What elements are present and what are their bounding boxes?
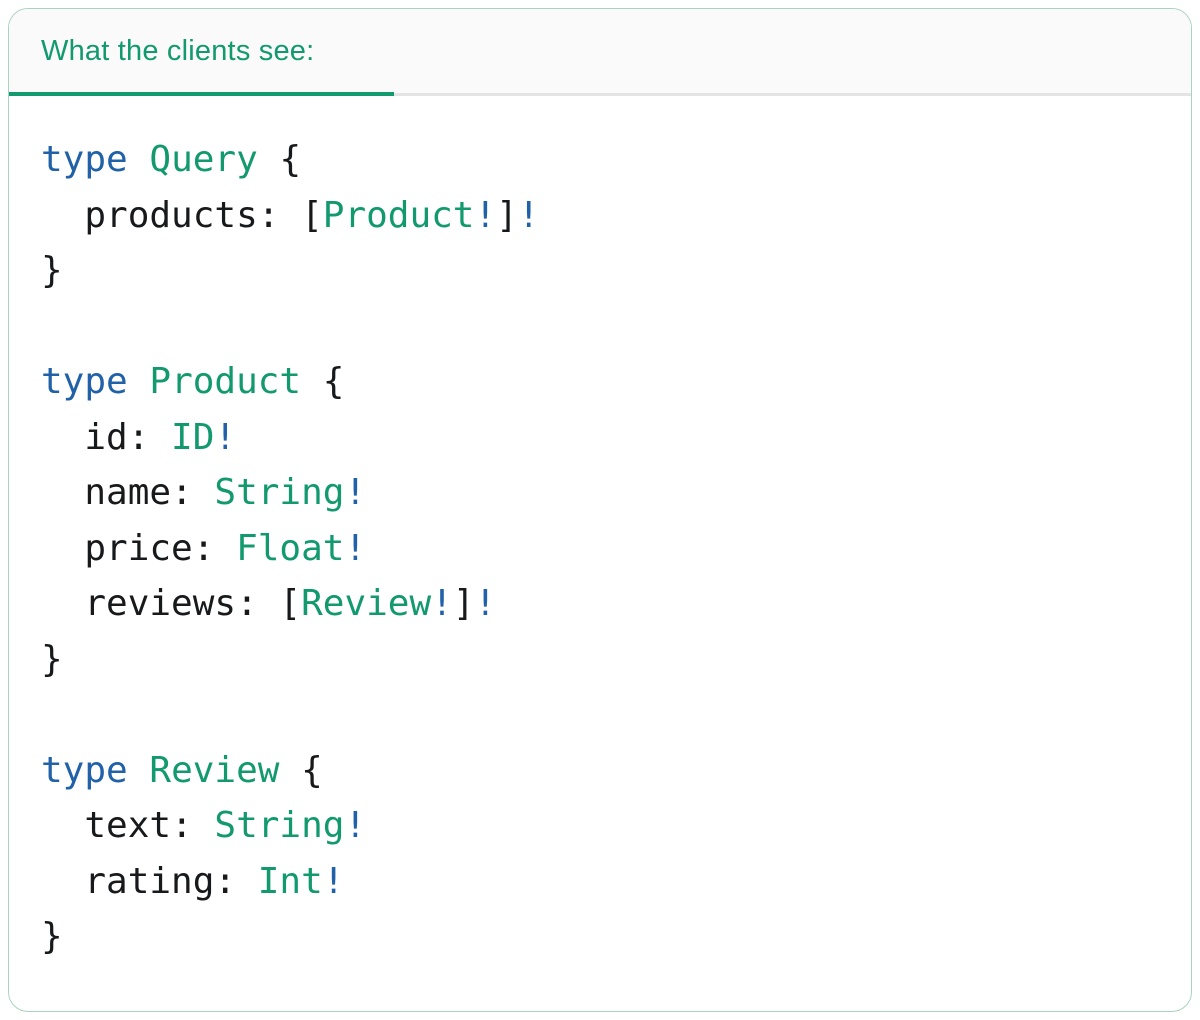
code-token-kw: ! bbox=[517, 194, 540, 236]
code-token-pl: ] bbox=[452, 583, 475, 624]
code-token-pl: } bbox=[41, 250, 63, 291]
code-token-kw: type bbox=[41, 749, 128, 791]
graphql-schema-code-block: type Query { products: [Product!]!} type… bbox=[9, 96, 1191, 997]
code-line: } bbox=[41, 243, 1159, 299]
code-token-pl: { bbox=[301, 361, 345, 402]
code-token-ty: Float bbox=[236, 527, 345, 569]
code-token-ty: Review bbox=[301, 583, 432, 624]
code-token-kw: ! bbox=[474, 583, 497, 624]
code-line bbox=[41, 299, 1159, 355]
code-token-ty: ID bbox=[171, 416, 215, 458]
active-tab-underline bbox=[9, 92, 394, 96]
code-token-kw: type bbox=[41, 361, 128, 402]
code-line: id: ID! bbox=[41, 410, 1159, 466]
code-token-kw: type bbox=[41, 139, 128, 180]
code-line: } bbox=[41, 632, 1159, 688]
code-token-kw: ! bbox=[431, 583, 453, 624]
code-token-ty: String bbox=[214, 472, 345, 513]
code-token-kw: ! bbox=[344, 472, 367, 513]
code-token-ty: String bbox=[214, 805, 345, 846]
code-token-pl bbox=[128, 139, 150, 180]
code-line: rating: Int! bbox=[41, 854, 1159, 910]
code-line: type Query { bbox=[41, 132, 1159, 188]
code-token-pl: id: bbox=[41, 416, 172, 458]
code-token-ty: Product bbox=[322, 194, 475, 236]
code-token-ty: Query bbox=[149, 139, 258, 180]
code-line: type Product { bbox=[41, 354, 1159, 410]
code-line: text: String! bbox=[41, 798, 1159, 854]
code-example-card: What the clients see: type Query { produ… bbox=[8, 8, 1192, 1012]
code-token-ty: Product bbox=[149, 361, 302, 402]
code-token-pl: { bbox=[257, 139, 302, 180]
code-token-pl bbox=[128, 750, 150, 791]
code-token-pl: { bbox=[279, 749, 323, 791]
code-line bbox=[41, 687, 1159, 743]
code-token-pl: price: bbox=[41, 527, 237, 569]
code-token-kw: ! bbox=[474, 194, 497, 236]
code-token-kw: ! bbox=[344, 805, 367, 846]
code-line: price: Float! bbox=[41, 521, 1159, 577]
code-token-pl: reviews: [ bbox=[41, 583, 302, 624]
code-card-header: What the clients see: bbox=[9, 9, 1191, 96]
code-token-pl: text: bbox=[41, 805, 215, 846]
code-line: name: String! bbox=[41, 465, 1159, 521]
code-token-kw: ! bbox=[344, 527, 367, 569]
code-line: type Review { bbox=[41, 743, 1159, 799]
code-card-tab-label: What the clients see: bbox=[41, 34, 315, 67]
code-token-pl: products: [ bbox=[41, 194, 323, 236]
code-token-kw: ! bbox=[322, 860, 345, 902]
code-line: } bbox=[41, 909, 1159, 965]
code-token-pl: name: bbox=[41, 472, 215, 513]
code-token-pl: ] bbox=[496, 194, 518, 236]
code-line: products: [Product!]! bbox=[41, 188, 1159, 244]
code-token-ty: Review bbox=[149, 749, 280, 791]
code-token-pl bbox=[128, 361, 150, 402]
code-token-pl: rating: bbox=[41, 860, 258, 902]
code-token-pl: } bbox=[41, 916, 63, 957]
code-line: reviews: [Review!]! bbox=[41, 576, 1159, 632]
code-token-ty: Int bbox=[257, 860, 323, 902]
code-token-pl: } bbox=[41, 638, 63, 680]
code-token-kw: ! bbox=[214, 416, 237, 458]
